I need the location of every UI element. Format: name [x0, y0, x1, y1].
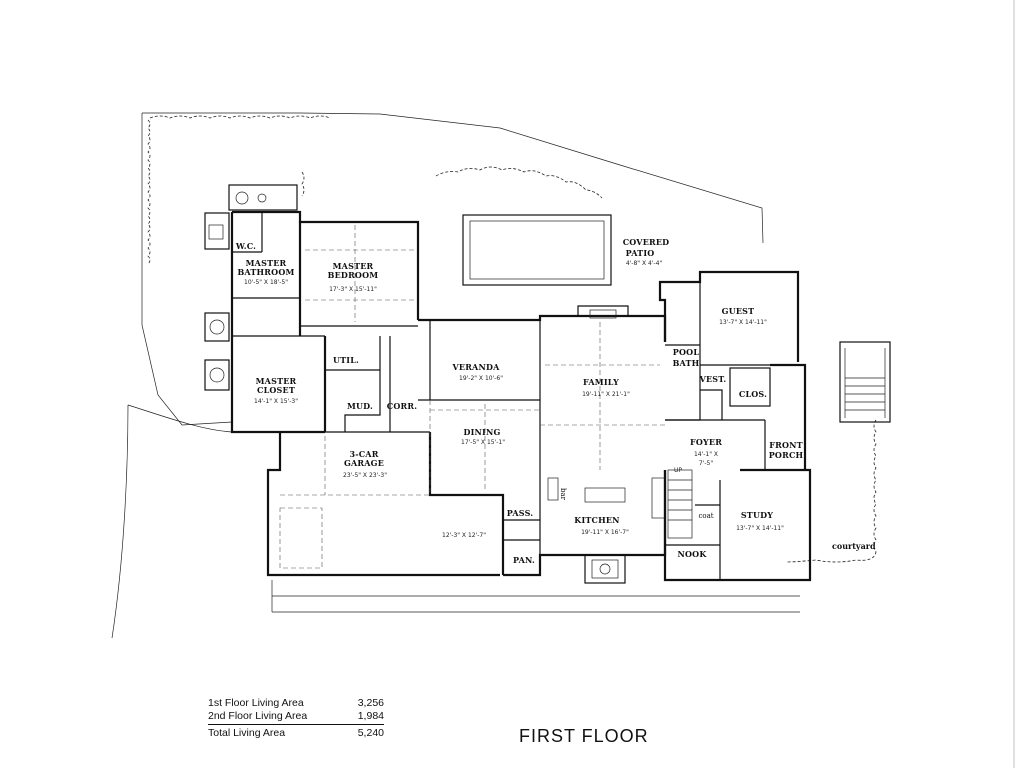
- covered-patio-label-1: COVERED: [623, 237, 670, 247]
- garage-dims: 23'-5" X 23'-3": [343, 472, 387, 479]
- garage-dims-2: 12'-3" X 12'-7": [442, 532, 486, 539]
- study-label: STUDY: [741, 510, 773, 520]
- living-area-table: 1st Floor Living Area 3,256 2nd Floor Li…: [208, 697, 384, 740]
- family-dims: 19'-11" X 21'-1": [582, 391, 630, 398]
- nook-label: NOOK: [677, 549, 707, 559]
- garage-label-1: 3-CAR: [349, 449, 378, 459]
- util-label: UTIL.: [333, 355, 359, 365]
- master-closet-label-1: MASTER: [256, 376, 297, 386]
- wc-label: W.C.: [235, 241, 256, 251]
- pool-bath-label-2: BATH: [673, 358, 700, 368]
- site-boundary: [111, 112, 891, 639]
- courtyard-label: courtyard: [832, 541, 876, 551]
- pass-label: PASS.: [507, 508, 534, 518]
- mud-label: MUD.: [347, 401, 373, 411]
- garage-label-2: GARAGE: [344, 458, 384, 468]
- kitchen-dims: 19'-11" X 16'-7": [581, 529, 629, 536]
- foyer-dims-2: 7'-5": [699, 460, 713, 467]
- coat-label: coat: [698, 512, 713, 520]
- room-labels: W.C. MASTER BATHROOM 10'-5" X 18'-5" MAS…: [235, 237, 876, 565]
- master-closet-dims: 14'-1" X 15'-3": [254, 398, 298, 405]
- master-bathroom-label-2: BATHROOM: [237, 267, 294, 277]
- area-row-first-floor: 1st Floor Living Area 3,256: [208, 697, 384, 710]
- master-bathroom-label-1: MASTER: [246, 258, 287, 268]
- area-label: 1st Floor Living Area: [208, 697, 304, 709]
- clos-label: CLOS.: [739, 389, 767, 399]
- plan-title: FIRST FLOOR: [519, 726, 649, 746]
- pan-label: PAN.: [513, 555, 535, 565]
- corr-label: CORR.: [387, 401, 417, 411]
- front-porch-label-1: FRONT: [769, 440, 803, 450]
- area-value: 1,984: [357, 709, 384, 722]
- master-bedroom-label-2: BEDROOM: [328, 270, 379, 280]
- pool-bath-label-1: POOL: [673, 347, 700, 357]
- master-closet-label-2: CLOSET: [257, 385, 295, 395]
- dining-label: DINING: [463, 427, 500, 437]
- area-row-second-floor: 2nd Floor Living Area 1,984: [208, 710, 384, 723]
- area-value: 3,256: [357, 697, 384, 709]
- master-bedroom-dims: 17'-3" X 15'-11": [329, 286, 377, 293]
- pool: [462, 214, 612, 286]
- exterior-equipment: [204, 184, 298, 391]
- ceiling-beam-lines: [305, 225, 660, 490]
- area-row-total: Total Living Area 5,240: [208, 724, 384, 740]
- kitchen-label: KITCHEN: [574, 515, 619, 525]
- study-dims: 13'-7" X 14'-11": [736, 525, 784, 532]
- master-bedroom-label-1: MASTER: [333, 261, 374, 271]
- foyer-label: FOYER: [690, 437, 722, 447]
- front-porch-label-2: PORCH: [769, 450, 804, 460]
- landscape-hedges: [147, 115, 877, 563]
- family-label: FAMILY: [583, 377, 619, 387]
- veranda-label: VERANDA: [451, 362, 500, 372]
- covered-patio-dims: 4'-8" X 4'-4": [626, 260, 663, 267]
- dining-dims: 17'-5" X 15'-1": [461, 439, 505, 446]
- covered-patio-label-2: PATIO: [626, 248, 655, 258]
- area-label: 2nd Floor Living Area: [208, 709, 308, 722]
- foyer-dims-1: 14'-1" X: [694, 451, 718, 458]
- area-value: 5,240: [357, 727, 384, 739]
- house-walls: [230, 210, 812, 584]
- stair-up-label: UP: [674, 467, 682, 474]
- guest-dims: 13'-7" X 14'-11": [719, 319, 767, 326]
- area-label: Total Living Area: [208, 727, 286, 739]
- veranda-dims: 19'-2" X 10'-6": [459, 375, 503, 382]
- master-bathroom-dims: 10'-5" X 18'-5": [244, 279, 288, 286]
- bar-label: bar: [559, 488, 567, 501]
- vest-label: VEST.: [699, 374, 727, 384]
- guest-label: GUEST: [722, 306, 755, 316]
